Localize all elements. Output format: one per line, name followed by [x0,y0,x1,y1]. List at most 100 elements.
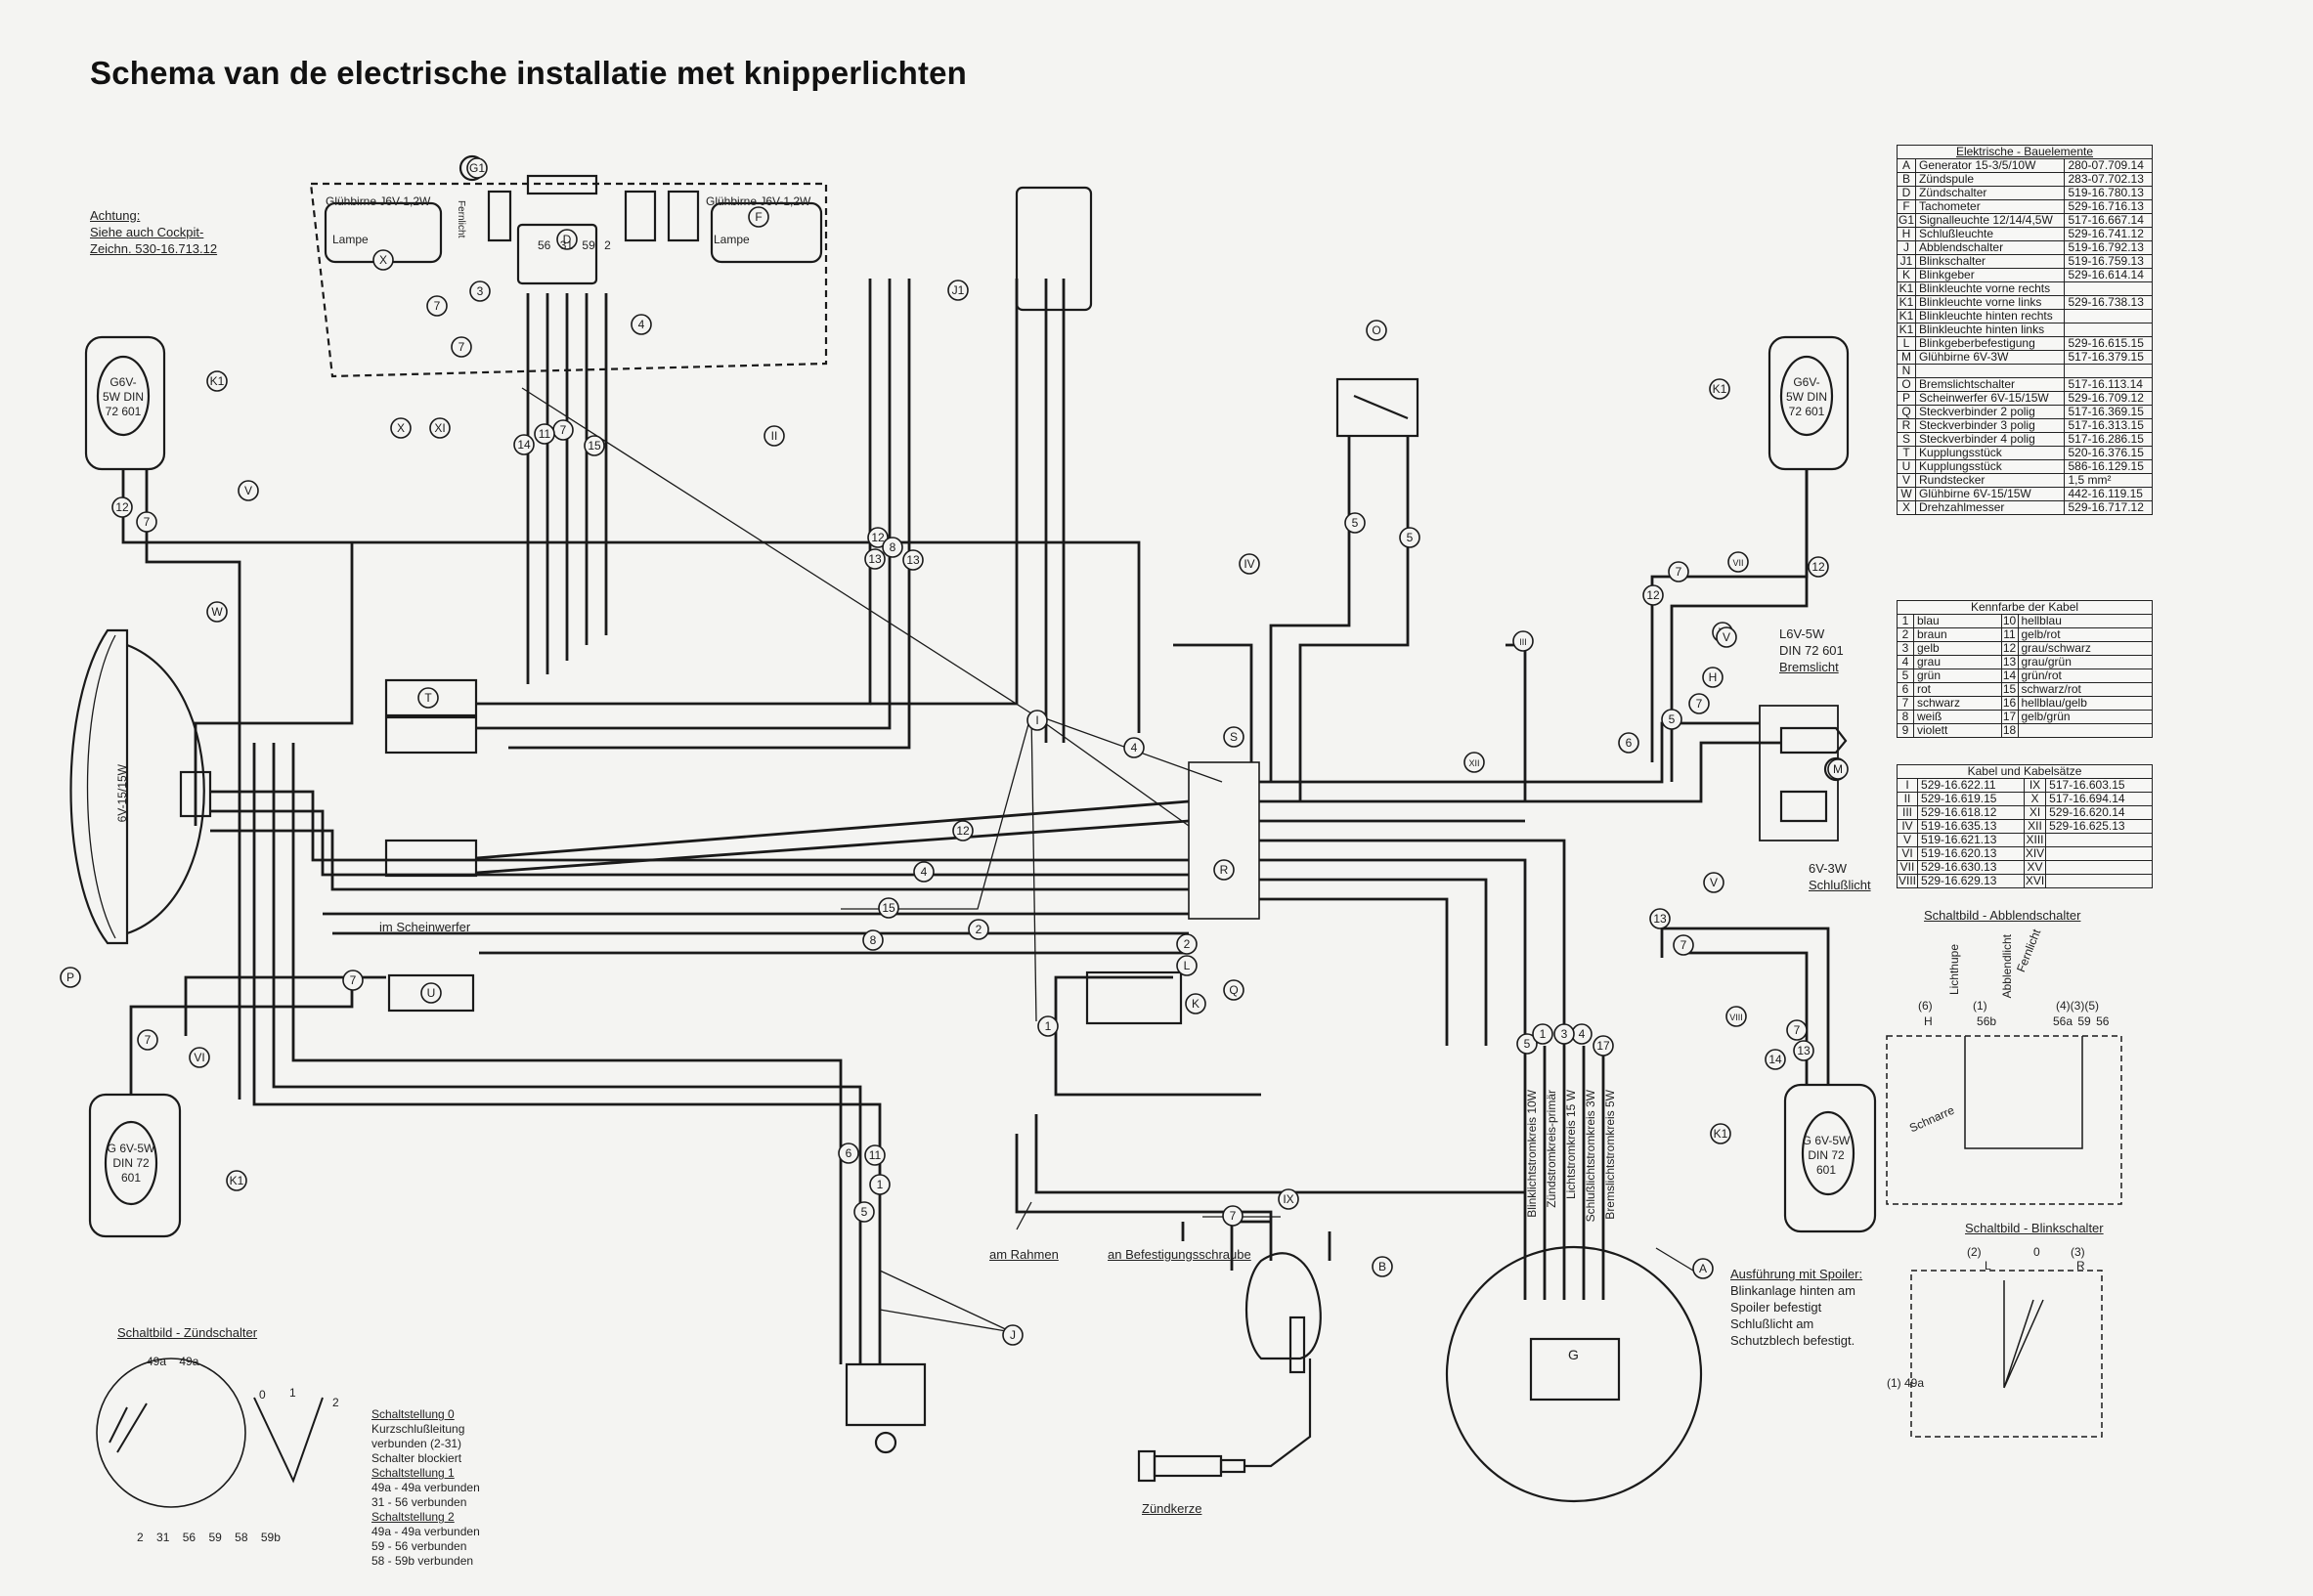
wire-number-marker: 5 [1661,709,1682,730]
parts-cell: 529-16.717.12 [2064,500,2153,515]
parts-cell: 517-16.667.14 [2064,213,2153,228]
blink-terminal-2: (2) [1967,1245,1982,1259]
component-marker: M [1827,758,1849,780]
svg-text:VIII: VIII [1729,1013,1743,1022]
parts-cell: K [1896,268,1917,282]
wire-number-marker: 2 [968,919,989,940]
parts-cell: Steckverbinder 4 polig [1915,432,2066,447]
parts-cell: Zündspule [1915,172,2066,187]
parts-cell: G1 [1896,213,1917,228]
parts-cell: Glühbirne 6V-15/15W [1915,487,2066,501]
svg-text:7: 7 [1696,697,1703,711]
cable-color-cell: braun [1913,627,2002,642]
svg-text:XII: XII [1468,758,1479,768]
svg-text:XI: XI [434,421,445,435]
wire-number-marker: 14 [513,434,535,455]
cable-marker: XII [1463,752,1485,773]
parts-cell: K1 [1896,323,1917,337]
component-marker: L [1176,955,1198,976]
cable-color-cell: 16 [2000,696,2019,711]
wire-number-marker: 12 [1642,584,1664,606]
cable-marker: VII [1727,551,1749,573]
generator-circle [1445,1245,1703,1503]
cable-color-cell: gelb/rot [2017,627,2153,642]
svg-text:5: 5 [1407,531,1414,544]
component-marker: O [1366,320,1387,341]
cable-set-cell: 519-16.635.13 [1917,819,2025,834]
parts-cell: 520-16.376.15 [2064,446,2153,460]
cable-set-cell: VIII [1896,874,1919,888]
parts-cell: J1 [1896,254,1917,269]
cable-color-cell: grau/grün [2017,655,2153,669]
cable-set-cell: XV [2023,860,2047,875]
zuend-bottom-terminals: 2 31 56 59 58 59b [137,1531,281,1544]
cable-color-cell: gelb/grün [2017,710,2153,724]
cable-color-cell: blau [1913,614,2002,628]
parts-cell: A [1896,158,1917,173]
component-marker: G1 [466,157,488,179]
svg-text:12: 12 [1646,588,1660,602]
parts-cell: W [1896,487,1917,501]
parts-cell: M [1896,350,1917,365]
parts-cell: 517-16.113.14 [2064,377,2153,392]
parts-cell: 529-16.716.13 [2064,199,2153,214]
headlamp-housing [69,628,129,945]
blinkschalter-title: Schaltbild - Blinkschalter [1965,1221,2104,1235]
cable-set-cell: XII [2023,819,2047,834]
parts-cell [2064,281,2153,296]
svg-text:K1: K1 [210,374,225,388]
svg-text:11: 11 [539,427,551,441]
parts-cell: H [1896,227,1917,241]
svg-text:4: 4 [1131,741,1138,755]
svg-text:H: H [1709,670,1718,684]
cockpit-lamp-right-label: Glühbirne J6V-1,2W [706,194,811,208]
cockpit-lampe-label: Lampe [332,233,369,246]
svg-text:V: V [244,484,252,497]
parts-cell: O [1896,377,1917,392]
parts-cell [2064,309,2153,324]
parts-cell: Blinkleuchte hinten links [1915,323,2066,337]
cable-set-cell: 529-16.620.14 [2045,805,2153,820]
svg-text:1: 1 [877,1178,884,1191]
parts-cell: 1,5 mm² [2064,473,2153,488]
svg-text:12: 12 [871,531,885,544]
svg-text:13: 13 [1653,912,1667,926]
svg-text:D: D [563,233,572,246]
abblendschalter-title: Schaltbild - Abblendschalter [1924,908,2081,923]
parts-cell: 519-16.792.13 [2064,240,2153,255]
svg-text:8: 8 [890,540,896,554]
svg-text:15: 15 [882,901,895,915]
cable-marker: IV [1239,553,1260,575]
blink-terminal-3: (3) [2071,1245,2085,1259]
svg-text:7: 7 [458,340,465,354]
parts-cell: U [1896,459,1917,474]
svg-text:K1: K1 [1714,1127,1728,1141]
wire-number-marker: 12 [111,496,133,518]
svg-text:VII: VII [1732,558,1743,568]
zuend-top-terminals: 49a 49a [147,1355,199,1368]
schlusslicht-label: 6V-3W Schlußlicht [1809,861,1871,892]
parts-cell: 529-16.614.14 [2064,268,2153,282]
parts-cell: L [1896,336,1917,351]
generator-symbol: G [1568,1347,1579,1362]
component-marker: S [1223,726,1244,748]
component-marker: K [1185,993,1206,1014]
wire-number-marker: 7 [552,419,574,441]
wire-number-marker: 1 [1532,1023,1553,1045]
cable-color-cell: 12 [2000,641,2019,656]
parts-cell: Blinkleuchte vorne links [1915,295,2066,310]
page-title: Schema van de electrische installatie me… [90,55,968,91]
wire-number-marker: 3 [469,280,491,302]
cable-set-cell: II [1896,792,1919,806]
wire-number-marker: 2 [1176,933,1198,955]
